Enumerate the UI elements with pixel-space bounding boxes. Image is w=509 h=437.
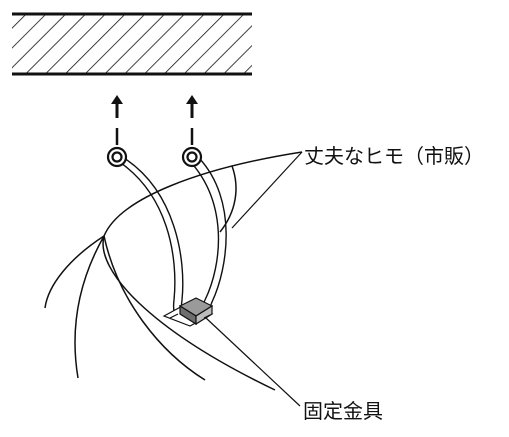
hook-icon xyxy=(115,128,194,145)
fixing-bracket-icon xyxy=(162,297,214,327)
leader-line xyxy=(205,317,301,407)
bracket-label: 固定金具 xyxy=(303,399,383,423)
ceiling xyxy=(12,12,252,76)
up-arrow-icon xyxy=(186,95,198,118)
device-body xyxy=(44,151,303,391)
leader-line xyxy=(231,151,303,229)
string-loop xyxy=(109,155,227,320)
string-label: 丈夫なヒモ（市販） xyxy=(304,144,484,168)
eye-hook-icon xyxy=(106,146,203,168)
up-arrow-icon xyxy=(111,95,123,118)
